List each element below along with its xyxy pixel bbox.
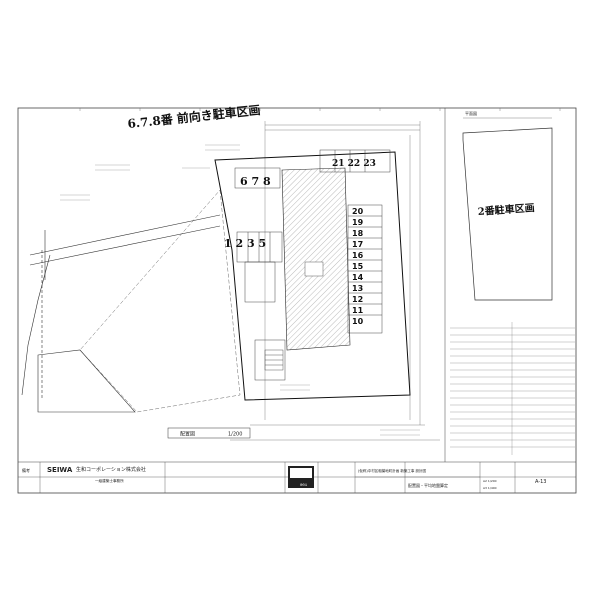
road-lines [21,214,221,400]
annotation-lines [60,144,420,436]
building-footprint [281,167,351,351]
stall-number: 15 [352,262,364,271]
neighbor-lot [37,349,136,413]
entrance-area [264,349,284,371]
building-label-box [304,261,324,277]
plan-title-box: 配置図 1/200 [167,427,251,439]
note-label: 備考 [22,467,30,473]
sheet-number: A-13 [535,479,546,485]
stall-number: 13 [352,284,363,293]
sheet-frame [17,107,577,494]
drawing-name: 配置図・平均地盤算定 [408,482,448,488]
handwritten-front-parking: 6.7.8番 前向き駐車区画 [127,102,261,131]
stall-number: 17 [352,240,363,249]
company-name: 生和コーポレーション株式会社 [76,466,146,473]
handwritten-parking-2: 2番駐車区画 [477,201,535,218]
left-parking-stalls [236,231,286,381]
project-name: (仮称)中村区稲葉地町計画 新築工事 設計図 [358,468,426,473]
company-logo: SEIWA [47,466,73,474]
dimension-lines [230,121,440,441]
top-parking-stalls [234,149,391,189]
stall-number: 11 [352,306,364,315]
stall-number: 18 [352,229,364,238]
stall-number: 20 [352,207,364,216]
title-block [164,462,516,493]
plan-scale: 1/200 [228,432,242,438]
inset-plan [462,117,553,301]
office-label: 一級建築士事務所 [95,478,124,483]
calc-tables [450,322,575,455]
handwritten-left-row: 1 2 3 5 [224,237,266,250]
right-parking-stalls [347,204,383,334]
stall-number: 16 [352,251,364,260]
scale-b: A3 1/400 [483,486,497,490]
stall-number: 12 [352,295,363,304]
stall-number: 19 [352,218,364,227]
scale-a: A2 1/200 [483,479,497,483]
left-boundary [79,189,241,413]
handwritten-top-right-row: 21 22 23 [332,159,376,169]
stall-number: 10 [352,317,364,326]
stamp-code: 001 [300,484,308,488]
plan-title: 配置図 [180,432,195,438]
stall-number-column: 20 19 18 17 16 15 14 13 12 11 10 [352,207,364,326]
handwritten-top-row: 6 7 8 [240,175,271,188]
stall-number: 14 [352,273,364,282]
border-ticks [79,108,561,111]
inset-title: 平面図 [465,111,477,116]
